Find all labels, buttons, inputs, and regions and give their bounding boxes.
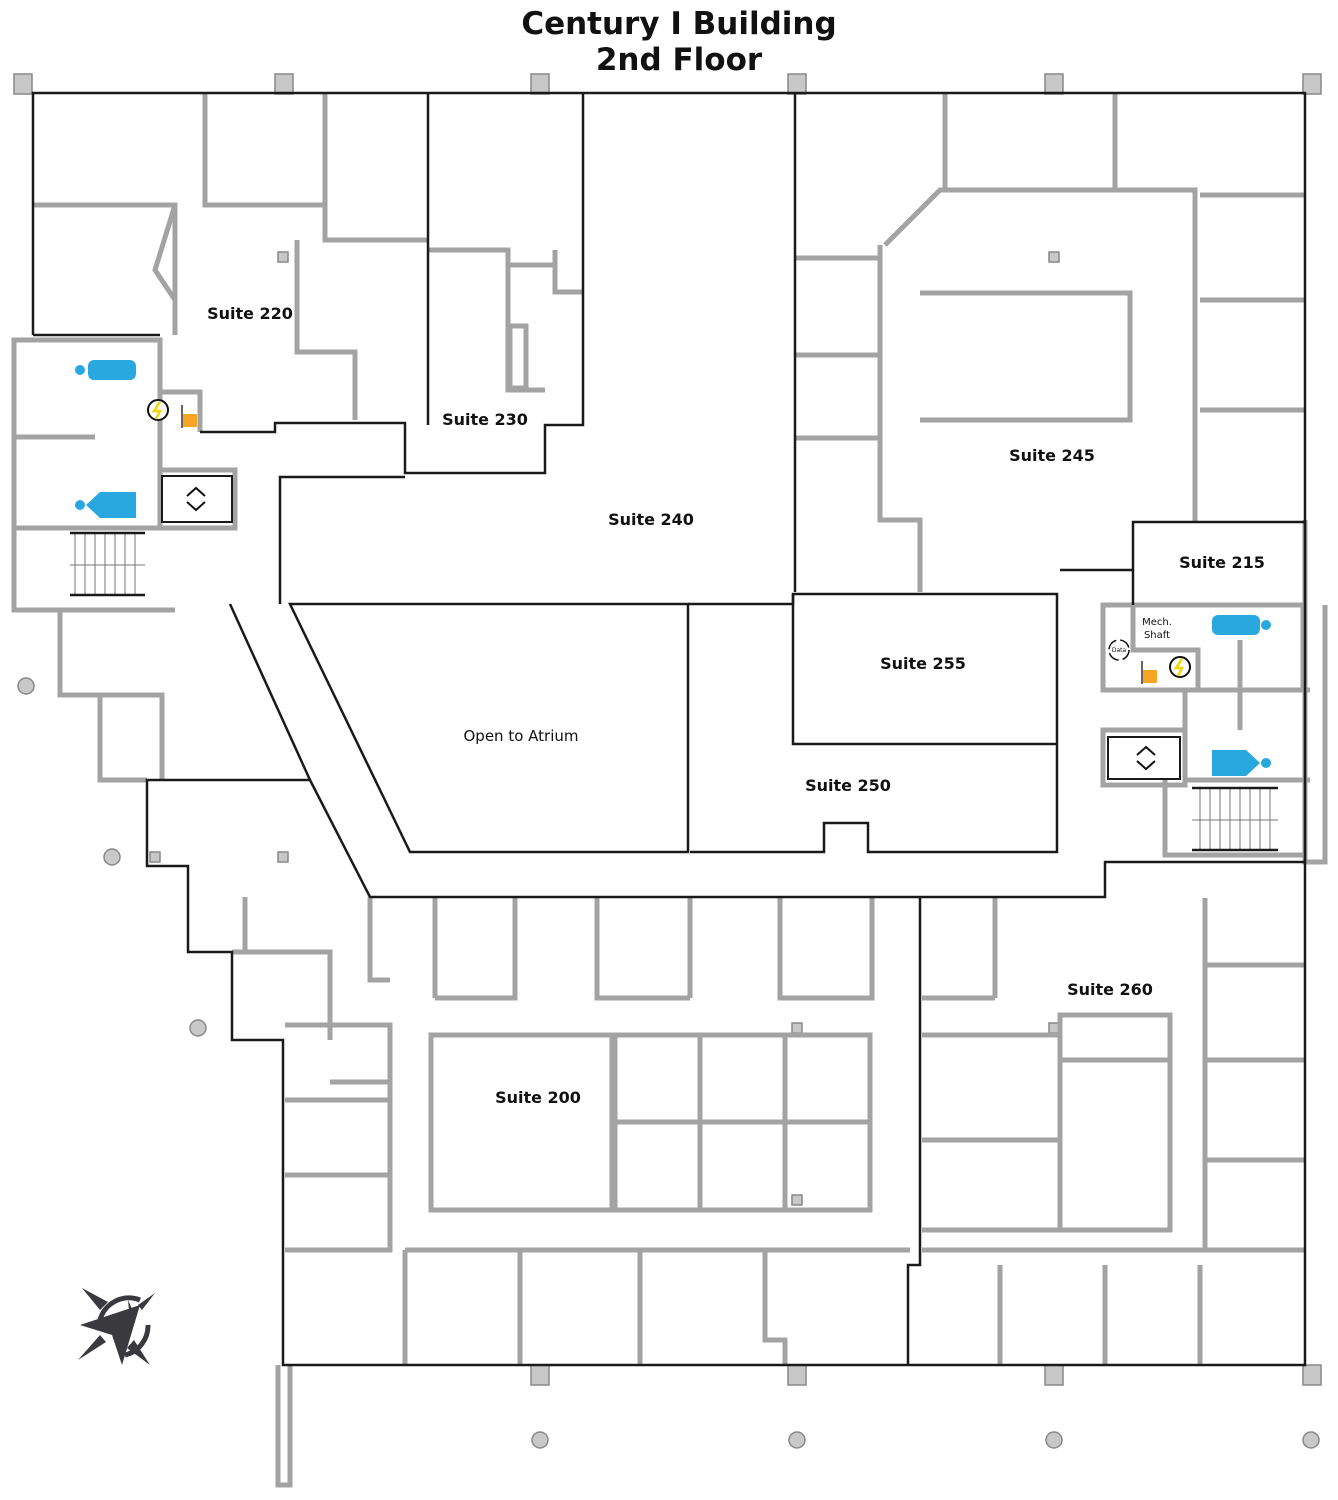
compass-north-icon (78, 1288, 155, 1365)
suite-215-label: Suite 215 (1179, 553, 1265, 572)
floor-name: 2nd Floor (595, 42, 763, 78)
suite-250-label: Suite 250 (805, 776, 891, 795)
structural-columns (13, 73, 1322, 1449)
restroom-icon (75, 492, 136, 518)
mech-shaft-label: Shaft (1144, 630, 1170, 641)
suite-260-label: Suite 260 (1067, 980, 1153, 999)
suite-200-label: Suite 200 (495, 1088, 581, 1107)
mech-shaft-label: Mech. (1142, 617, 1172, 628)
elevator-icon (186, 486, 1156, 771)
suite-245-label: Suite 245 (1009, 446, 1095, 465)
suite-255-label: Suite 255 (880, 654, 966, 673)
room-labels: Suite 220 Suite 230 Suite 240 Suite 245 … (207, 304, 1265, 1107)
suite-240-label: Suite 240 (608, 510, 694, 529)
janitor-icon (181, 405, 1157, 684)
suite-230-label: Suite 230 (442, 410, 528, 429)
interior-walls (11, 93, 1310, 1365)
restroom-icon (1212, 615, 1271, 635)
floor-plan-title: Century I Building 2nd Floor (0, 6, 1338, 78)
electrical-icon (147, 399, 1191, 678)
atrium-label: Open to Atrium (464, 727, 579, 745)
suite-220-label: Suite 220 (207, 304, 293, 323)
suite-boundaries (31, 91, 1307, 1367)
data-label: Data (1112, 647, 1127, 654)
restroom-icon (75, 360, 136, 380)
building-name: Century I Building (521, 6, 837, 42)
data-room-icon: Data (1108, 639, 1130, 661)
restroom-icon (1212, 750, 1271, 776)
